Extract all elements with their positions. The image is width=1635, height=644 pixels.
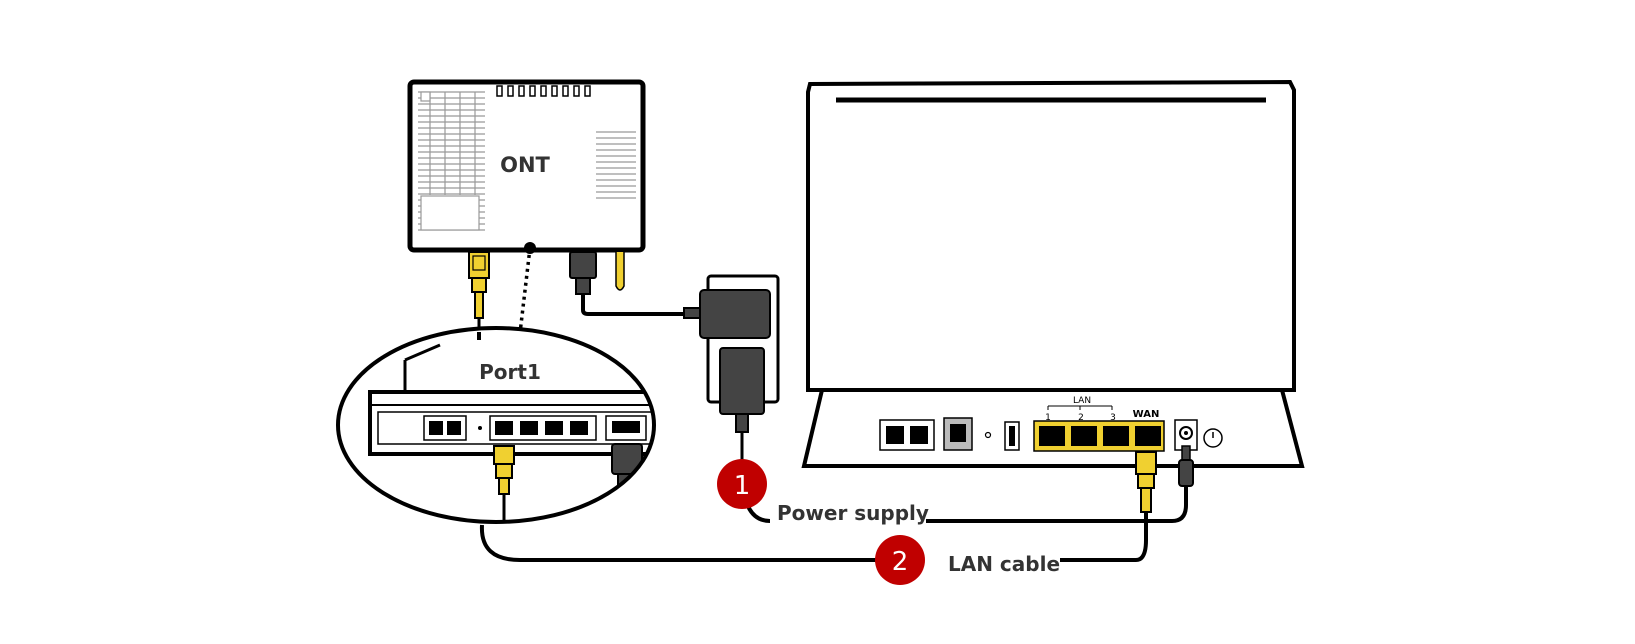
zoom-power-port <box>605 415 647 441</box>
lan-port-number-2: 2 <box>1078 413 1084 423</box>
zoom-lan-ports <box>489 415 597 441</box>
router-reset-hole <box>984 431 992 439</box>
step-2-number: 2 <box>892 547 909 577</box>
router-usb-port <box>1004 421 1020 451</box>
zoom-leader <box>514 242 536 339</box>
router-ethernet-ports <box>1033 420 1165 452</box>
power-adapter <box>683 274 780 470</box>
lan-port-number-3: 3 <box>1110 413 1116 423</box>
ont-label: ONT <box>500 153 550 177</box>
zoom-port1-connector <box>493 445 515 522</box>
ont-power-plug <box>569 251 700 316</box>
router-lan-bracket <box>1047 405 1113 410</box>
router: LAN 1 2 3 WAN <box>801 79 1305 513</box>
lan-group-label: LAN <box>1073 396 1091 406</box>
ont-right-grille <box>596 131 636 199</box>
step-1-badge <box>717 459 767 509</box>
power-button-icon <box>1203 428 1223 448</box>
ont-lan-connector <box>468 251 490 332</box>
router-power-socket <box>1174 419 1198 451</box>
step-2-label: LAN cable <box>948 552 1060 576</box>
fibre-cable <box>615 252 625 291</box>
router-wan-connector <box>1135 451 1157 513</box>
step-1: 1 Power supply <box>717 459 929 525</box>
router-power-plug <box>1178 445 1194 487</box>
step-2-badge <box>875 535 925 585</box>
lan-port-number-1: 1 <box>1045 413 1051 423</box>
step-2: 2 LAN cable <box>875 535 1060 585</box>
zoom-phone-ports <box>423 415 467 441</box>
ont-device: ONT <box>407 79 646 253</box>
port1-label: Port1 <box>479 360 541 384</box>
step-1-label: Power supply <box>777 501 929 525</box>
step-1-number: 1 <box>734 471 751 501</box>
ont-zoom-circle: Port1 <box>336 326 656 524</box>
ont-top-vents <box>496 85 591 97</box>
lan-cable <box>477 332 1148 562</box>
ont-label-plate <box>420 195 480 231</box>
wan-label: WAN <box>1133 409 1160 420</box>
router-phone-ports <box>879 419 935 451</box>
